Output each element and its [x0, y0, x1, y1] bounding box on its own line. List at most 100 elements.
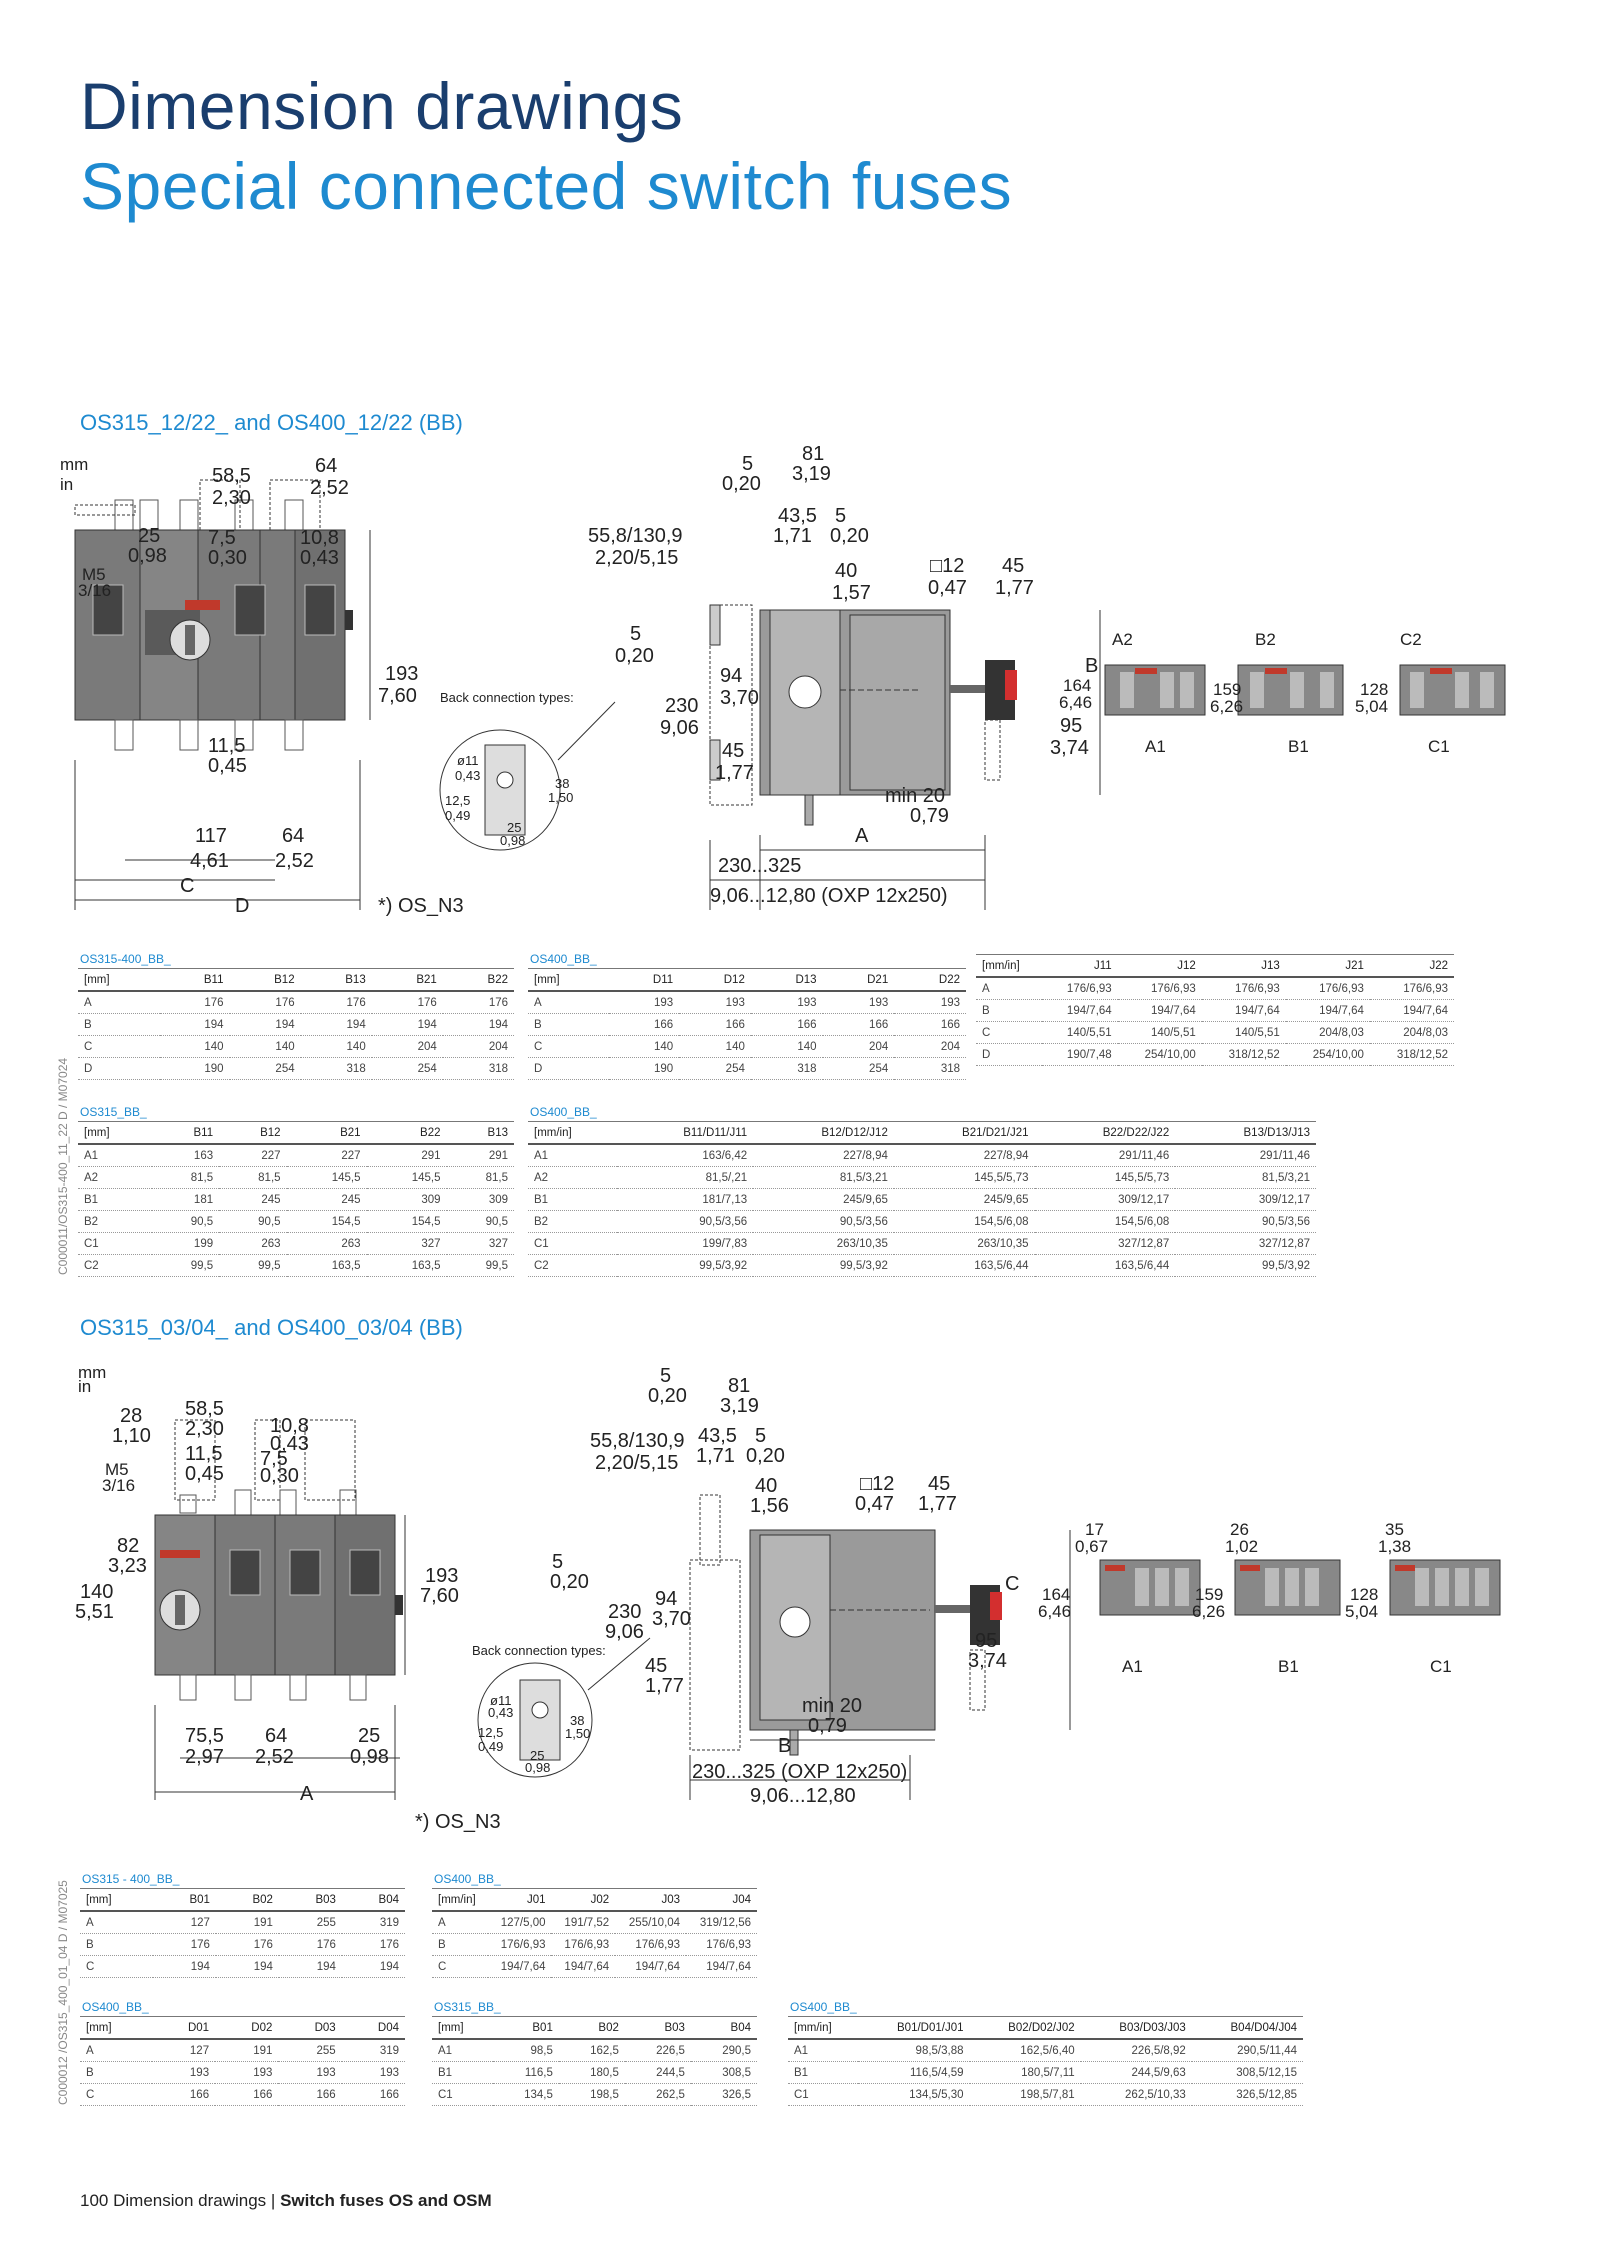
table-caption: OS400_BB_ — [80, 2000, 405, 2017]
page-subtitle: Special connected switch fuses — [80, 149, 1013, 223]
dimension-label: ø11 — [490, 1693, 511, 1708]
dimension-label: 2,52 — [310, 477, 349, 499]
s2-front-view: mm in 28 1,10 58,5 2,30 11,5 0,45 10,8 0… — [75, 1363, 501, 1833]
column-header: D01 — [151, 2017, 216, 2040]
dimension-label: 11,5 — [185, 1443, 222, 1465]
dimension-label: 94 — [655, 1588, 677, 1610]
table-cell: 318/12,52 — [1201, 1043, 1286, 1066]
table-cell: 194/7,64 — [1285, 999, 1370, 1022]
table-cell: 166 — [151, 2083, 216, 2106]
table-cell: C — [80, 2083, 152, 2106]
dimension-label: C1 — [1430, 1657, 1452, 1676]
table-cell: C1 — [78, 1232, 152, 1255]
dimension-label: □12 — [930, 555, 964, 577]
table-cell: 227 — [286, 1144, 367, 1167]
dimension-label: 0,98 — [128, 545, 167, 567]
table-cell: C — [80, 1955, 153, 1978]
table-cell: 193 — [894, 991, 966, 1014]
table-cell: 204 — [894, 1035, 966, 1058]
table-cell: B1 — [788, 2061, 859, 2084]
table-cell: B — [80, 2061, 152, 2084]
s1-front-view: mm in 58,5 2,30 64 2,52 25 0,98 7,5 0,30… — [60, 455, 464, 917]
dimension-label: 1,57 — [832, 582, 871, 604]
page-footer: 100 Dimension drawings | Switch fuses OS… — [80, 2191, 492, 2211]
s1-unit-mm: mm — [60, 455, 88, 474]
table-cell: 127 — [152, 1911, 216, 1934]
dimension-label: 193 — [385, 663, 418, 685]
column-header: B21 — [286, 1122, 367, 1145]
table-cell: 140 — [750, 1035, 823, 1058]
dimension-label: 1,02 — [1225, 1537, 1258, 1556]
column-header: B21 — [371, 969, 443, 992]
dimension-label: 128 — [1350, 1585, 1378, 1604]
table-cell: 290,5 — [690, 2039, 757, 2062]
table-cell: 154,5 — [366, 1210, 447, 1233]
column-header: B04 — [341, 1889, 405, 1912]
table-cell: 318 — [894, 1057, 966, 1080]
table-caption: OS400_BB_ — [528, 952, 966, 969]
table-cell: C — [432, 1955, 488, 1978]
table-cell: 318 — [750, 1057, 823, 1080]
dimension-label: 2,97 — [185, 1746, 224, 1768]
table-cell: 262,5/10,33 — [1080, 2083, 1192, 2106]
table-cell: 90,5 — [446, 1210, 514, 1233]
table-cell: 90,5 — [219, 1210, 287, 1233]
table-cell: 254 — [229, 1057, 301, 1080]
dimension-label: 0,20 — [550, 1571, 589, 1593]
table-caption: OS400_BB_ — [788, 2000, 1303, 2017]
table-cell: 176/6,93 — [1285, 977, 1370, 1000]
table-cell: 318/12,52 — [1369, 1043, 1454, 1066]
table-cell: 194 — [229, 1013, 301, 1036]
table-cell: 190 — [160, 1057, 230, 1080]
section1-heading: OS315_12/22_ and OS400_12/22 (BB) — [80, 410, 463, 435]
table-cell: 191 — [215, 1911, 279, 1934]
table-cell: 254 — [679, 1057, 751, 1080]
dimension-label: 10,8 — [300, 527, 339, 549]
dimension-label: 9,06 — [660, 717, 699, 739]
table-cell: 309 — [366, 1188, 447, 1211]
s1-top-views: A2 B2 C2 A1 B1 C1 164 6,46 159 6,26 128 … — [1059, 630, 1506, 756]
dimension-label: 0,98 — [525, 1760, 550, 1775]
column-header: J02 — [551, 1889, 616, 1912]
table-cell: A — [528, 991, 610, 1014]
table-caption — [976, 952, 1454, 955]
table-cell: B — [80, 1933, 153, 1956]
table-cell: 204/8,03 — [1369, 1021, 1454, 1044]
table-cell: 127 — [151, 2039, 216, 2062]
section1-drawing: mm in 58,5 2,30 64 2,52 25 0,98 7,5 0,30… — [60, 443, 1506, 917]
table-cell: 255 — [278, 1911, 342, 1934]
dimension-label: 0,20 — [648, 1385, 687, 1407]
footer-separator: | — [270, 2191, 276, 2210]
table-cell: C2 — [528, 1254, 618, 1277]
table-cell: 163,5 — [286, 1254, 367, 1277]
table-cell: 180,5 — [558, 2061, 625, 2084]
table-cell: 99,5/3,92 — [1175, 1254, 1316, 1277]
dimension-label: 1,38 — [1378, 1537, 1411, 1556]
dimension-label: 58,5 — [212, 465, 251, 487]
table-cell: 193 — [341, 2061, 405, 2084]
dimension-label: 5 — [755, 1425, 766, 1447]
column-header: B13 — [446, 1122, 514, 1145]
dimension-label: 95 — [1060, 715, 1082, 737]
dimension-label: 64 — [282, 825, 304, 847]
table-cell: 176 — [152, 1933, 216, 1956]
table-cell: 166 — [750, 1013, 823, 1036]
table-cell: 291 — [366, 1144, 447, 1167]
dimension-label: 12,5 — [445, 793, 470, 808]
dimension-label: A — [855, 825, 869, 847]
table-cell: 99,5/3,92 — [753, 1254, 894, 1277]
table-cell: 154,5/6,08 — [1034, 1210, 1176, 1233]
dimension-label: min 20 — [885, 785, 945, 807]
table-cell: 162,5 — [558, 2039, 625, 2062]
table-cell: 318 — [300, 1057, 372, 1080]
